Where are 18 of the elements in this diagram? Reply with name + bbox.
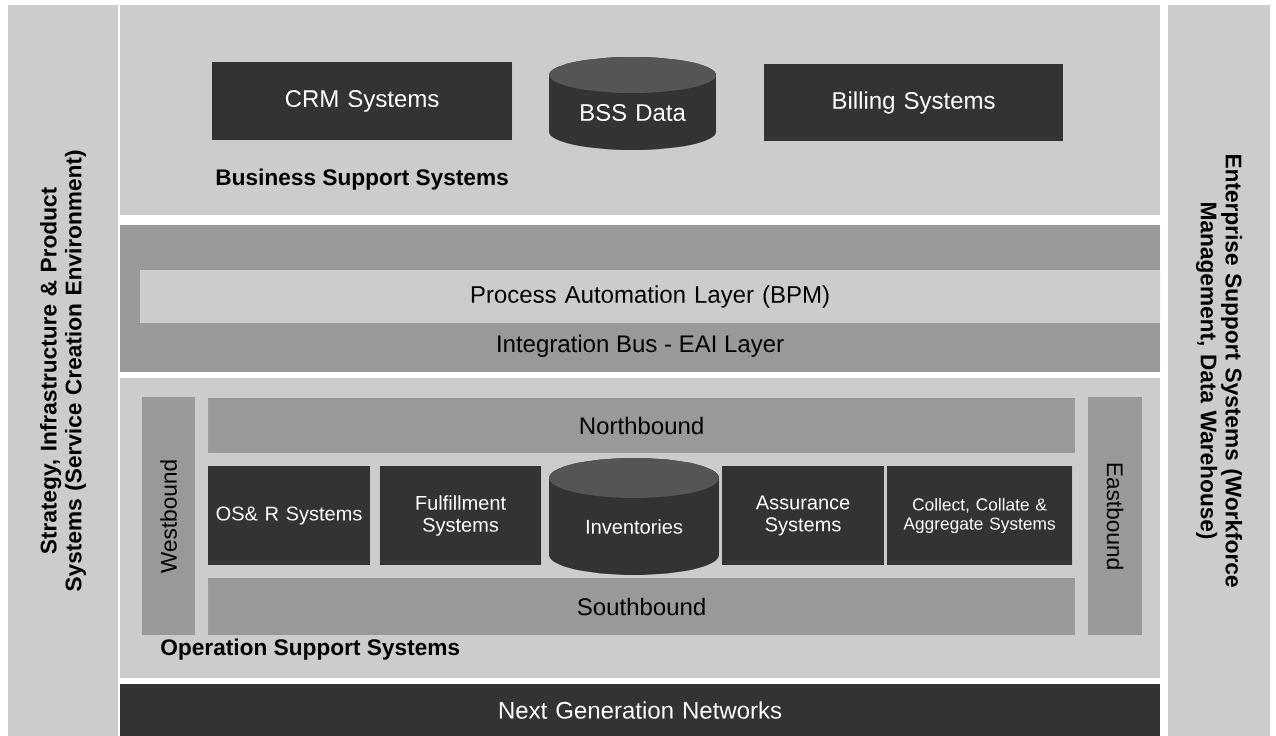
side-band: Enterprise Support Systems (Workforce Management, Data Warehouse) xyxy=(1168,5,1270,736)
side-band: Strategy, Infrastructure & Product Systems (Service Creation Environment) xyxy=(8,5,118,736)
node-label: Strategy, Infrastructure & Product Systems (Service Creation Environment) xyxy=(39,150,87,591)
system-box: Process Automation Layer (BPM) xyxy=(140,269,1160,324)
system-box: CRM Systems xyxy=(212,62,512,140)
database-cylinder: Inventories xyxy=(549,458,719,575)
system-box: Collect, Collate & Aggregate Systems xyxy=(887,466,1073,565)
system-box: Billing Systems xyxy=(764,63,1063,142)
system-box: OS& R Systems xyxy=(208,466,370,565)
system-box: Southbound xyxy=(208,577,1075,636)
node-label: Business Support Systems xyxy=(216,168,508,190)
node-label: Operation Support Systems xyxy=(161,638,460,660)
system-box: Northbound xyxy=(208,398,1075,453)
side-band: Westbound xyxy=(141,397,196,635)
system-box: Next Generation Networks xyxy=(120,684,1160,736)
side-band: Eastbound xyxy=(1088,397,1142,635)
system-box: Assurance Systems xyxy=(722,466,884,565)
system-box: Fulfillment Systems xyxy=(380,466,542,565)
